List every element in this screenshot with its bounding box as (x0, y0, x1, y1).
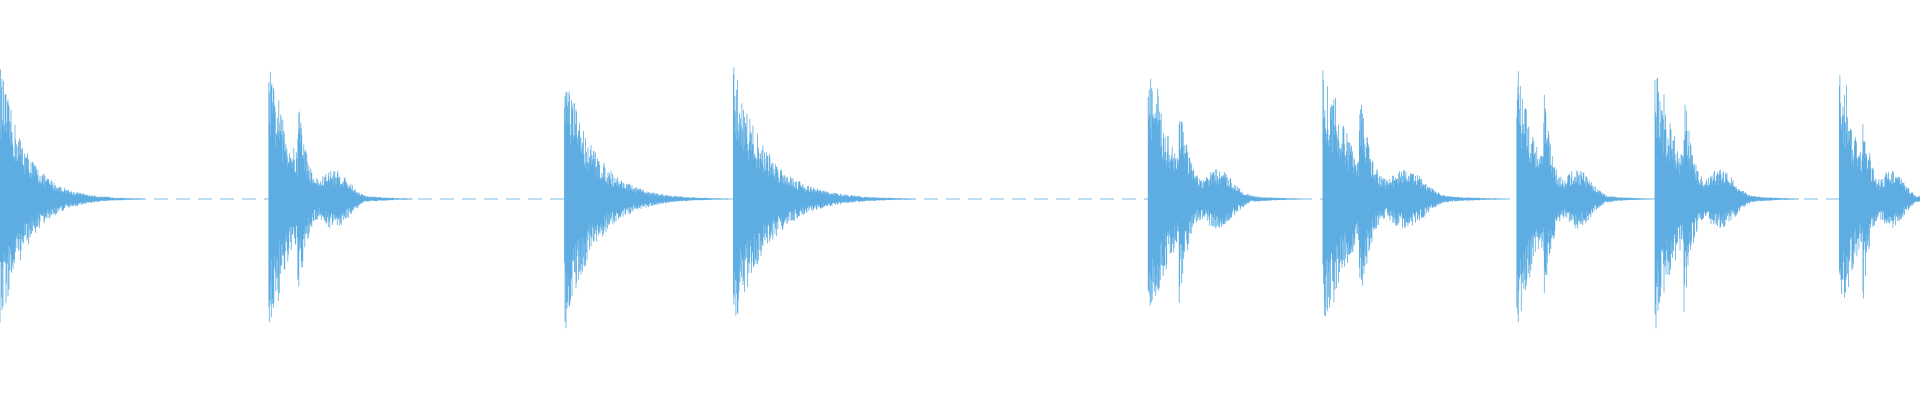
waveform-event-9 (1839, 75, 1920, 299)
waveform-event-5 (1147, 78, 1303, 306)
waveform-event-7 (1516, 71, 1652, 322)
waveform-event-8 (1654, 78, 1799, 329)
waveform-event-2 (268, 71, 413, 323)
waveform-event-3 (564, 91, 728, 329)
waveform-event-1 (0, 69, 144, 323)
waveform-event-6 (1322, 70, 1506, 317)
waveform-events (0, 67, 1920, 329)
waveform-event-4 (733, 67, 916, 316)
